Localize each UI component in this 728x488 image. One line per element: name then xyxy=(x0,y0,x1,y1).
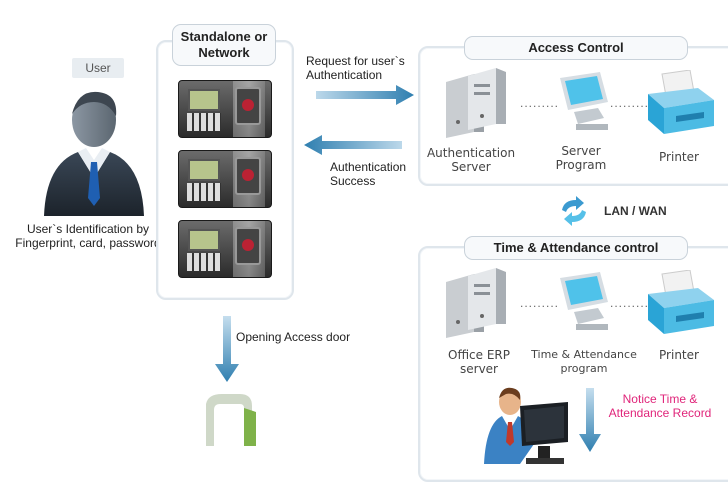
time-attendance-program-line2: program xyxy=(560,362,608,375)
authentication-server-icon xyxy=(446,68,506,138)
authentication-server-label: Authentication Server xyxy=(420,146,522,174)
success-line2: Success xyxy=(330,174,376,188)
server-program-icon xyxy=(560,72,608,130)
printer-label-2: Printer xyxy=(659,348,699,362)
time-attendance-program-label: Time & Attendance program xyxy=(528,348,640,376)
user-caption: User`s Identification by Fingerprint, ca… xyxy=(8,222,168,250)
request-line1: Request for user`s xyxy=(306,54,405,68)
user-caption-line1: User`s Identification by xyxy=(26,222,150,236)
standalone-title: Standalone or Network xyxy=(172,24,276,66)
terminal-device-3 xyxy=(178,220,272,278)
lan-wan-label: LAN / WAN xyxy=(604,204,667,218)
authentication-server-line2: Server xyxy=(451,160,491,174)
office-erp-line1: Office ERP xyxy=(448,348,510,362)
notice-label: Notice Time & Attendance Record xyxy=(596,392,724,420)
success-line1: Authentication xyxy=(330,160,407,174)
authentication-server-line1: Authentication xyxy=(426,146,516,160)
request-arrow xyxy=(316,85,414,105)
office-erp-line2: server xyxy=(460,362,498,376)
notice-line2: Attendance Record xyxy=(608,406,712,420)
office-erp-label: Office ERP server xyxy=(436,348,522,376)
server-program-line2: Program xyxy=(555,158,607,172)
success-label: Authentication Success xyxy=(330,160,406,188)
user-badge: User xyxy=(72,58,124,78)
time-attendance-title: Time & Attendance control xyxy=(464,236,688,260)
printer-icon-2 xyxy=(648,270,714,334)
request-line2: Authentication xyxy=(306,68,383,82)
server-program-label: Server Program xyxy=(538,144,624,172)
time-attendance-program-icon xyxy=(560,272,608,330)
operator-icon xyxy=(484,387,568,464)
access-control-title: Access Control xyxy=(464,36,688,60)
printer-icon xyxy=(648,70,714,134)
printer-label-1: Printer xyxy=(659,150,699,164)
connector-dots-3: ......... xyxy=(520,296,560,310)
time-attendance-program-line1: Time & Attendance xyxy=(531,348,637,361)
terminal-device-2 xyxy=(178,150,272,208)
standalone-title-line2: Network xyxy=(198,45,250,60)
opening-door-arrow xyxy=(215,316,239,382)
server-program-line1: Server xyxy=(561,144,601,158)
standalone-title-line1: Standalone or xyxy=(180,29,268,44)
user-icon xyxy=(44,91,144,216)
user-caption-line2: Fingerprint, card, password xyxy=(15,236,161,250)
request-label: Request for user`s Authentication xyxy=(306,54,405,82)
connector-dots-4: ......... xyxy=(610,296,650,310)
door-icon xyxy=(206,394,256,446)
opening-door-label: Opening Access door xyxy=(236,330,351,344)
connector-dots-1: ......... xyxy=(520,96,560,110)
office-erp-server-icon xyxy=(446,268,506,338)
terminal-device-1 xyxy=(178,80,272,138)
notice-arrow xyxy=(579,388,601,452)
notice-line1: Notice Time & xyxy=(622,392,698,406)
success-arrow xyxy=(304,135,402,155)
connector-dots-2: ......... xyxy=(610,96,650,110)
sync-arrows-icon xyxy=(562,196,586,226)
